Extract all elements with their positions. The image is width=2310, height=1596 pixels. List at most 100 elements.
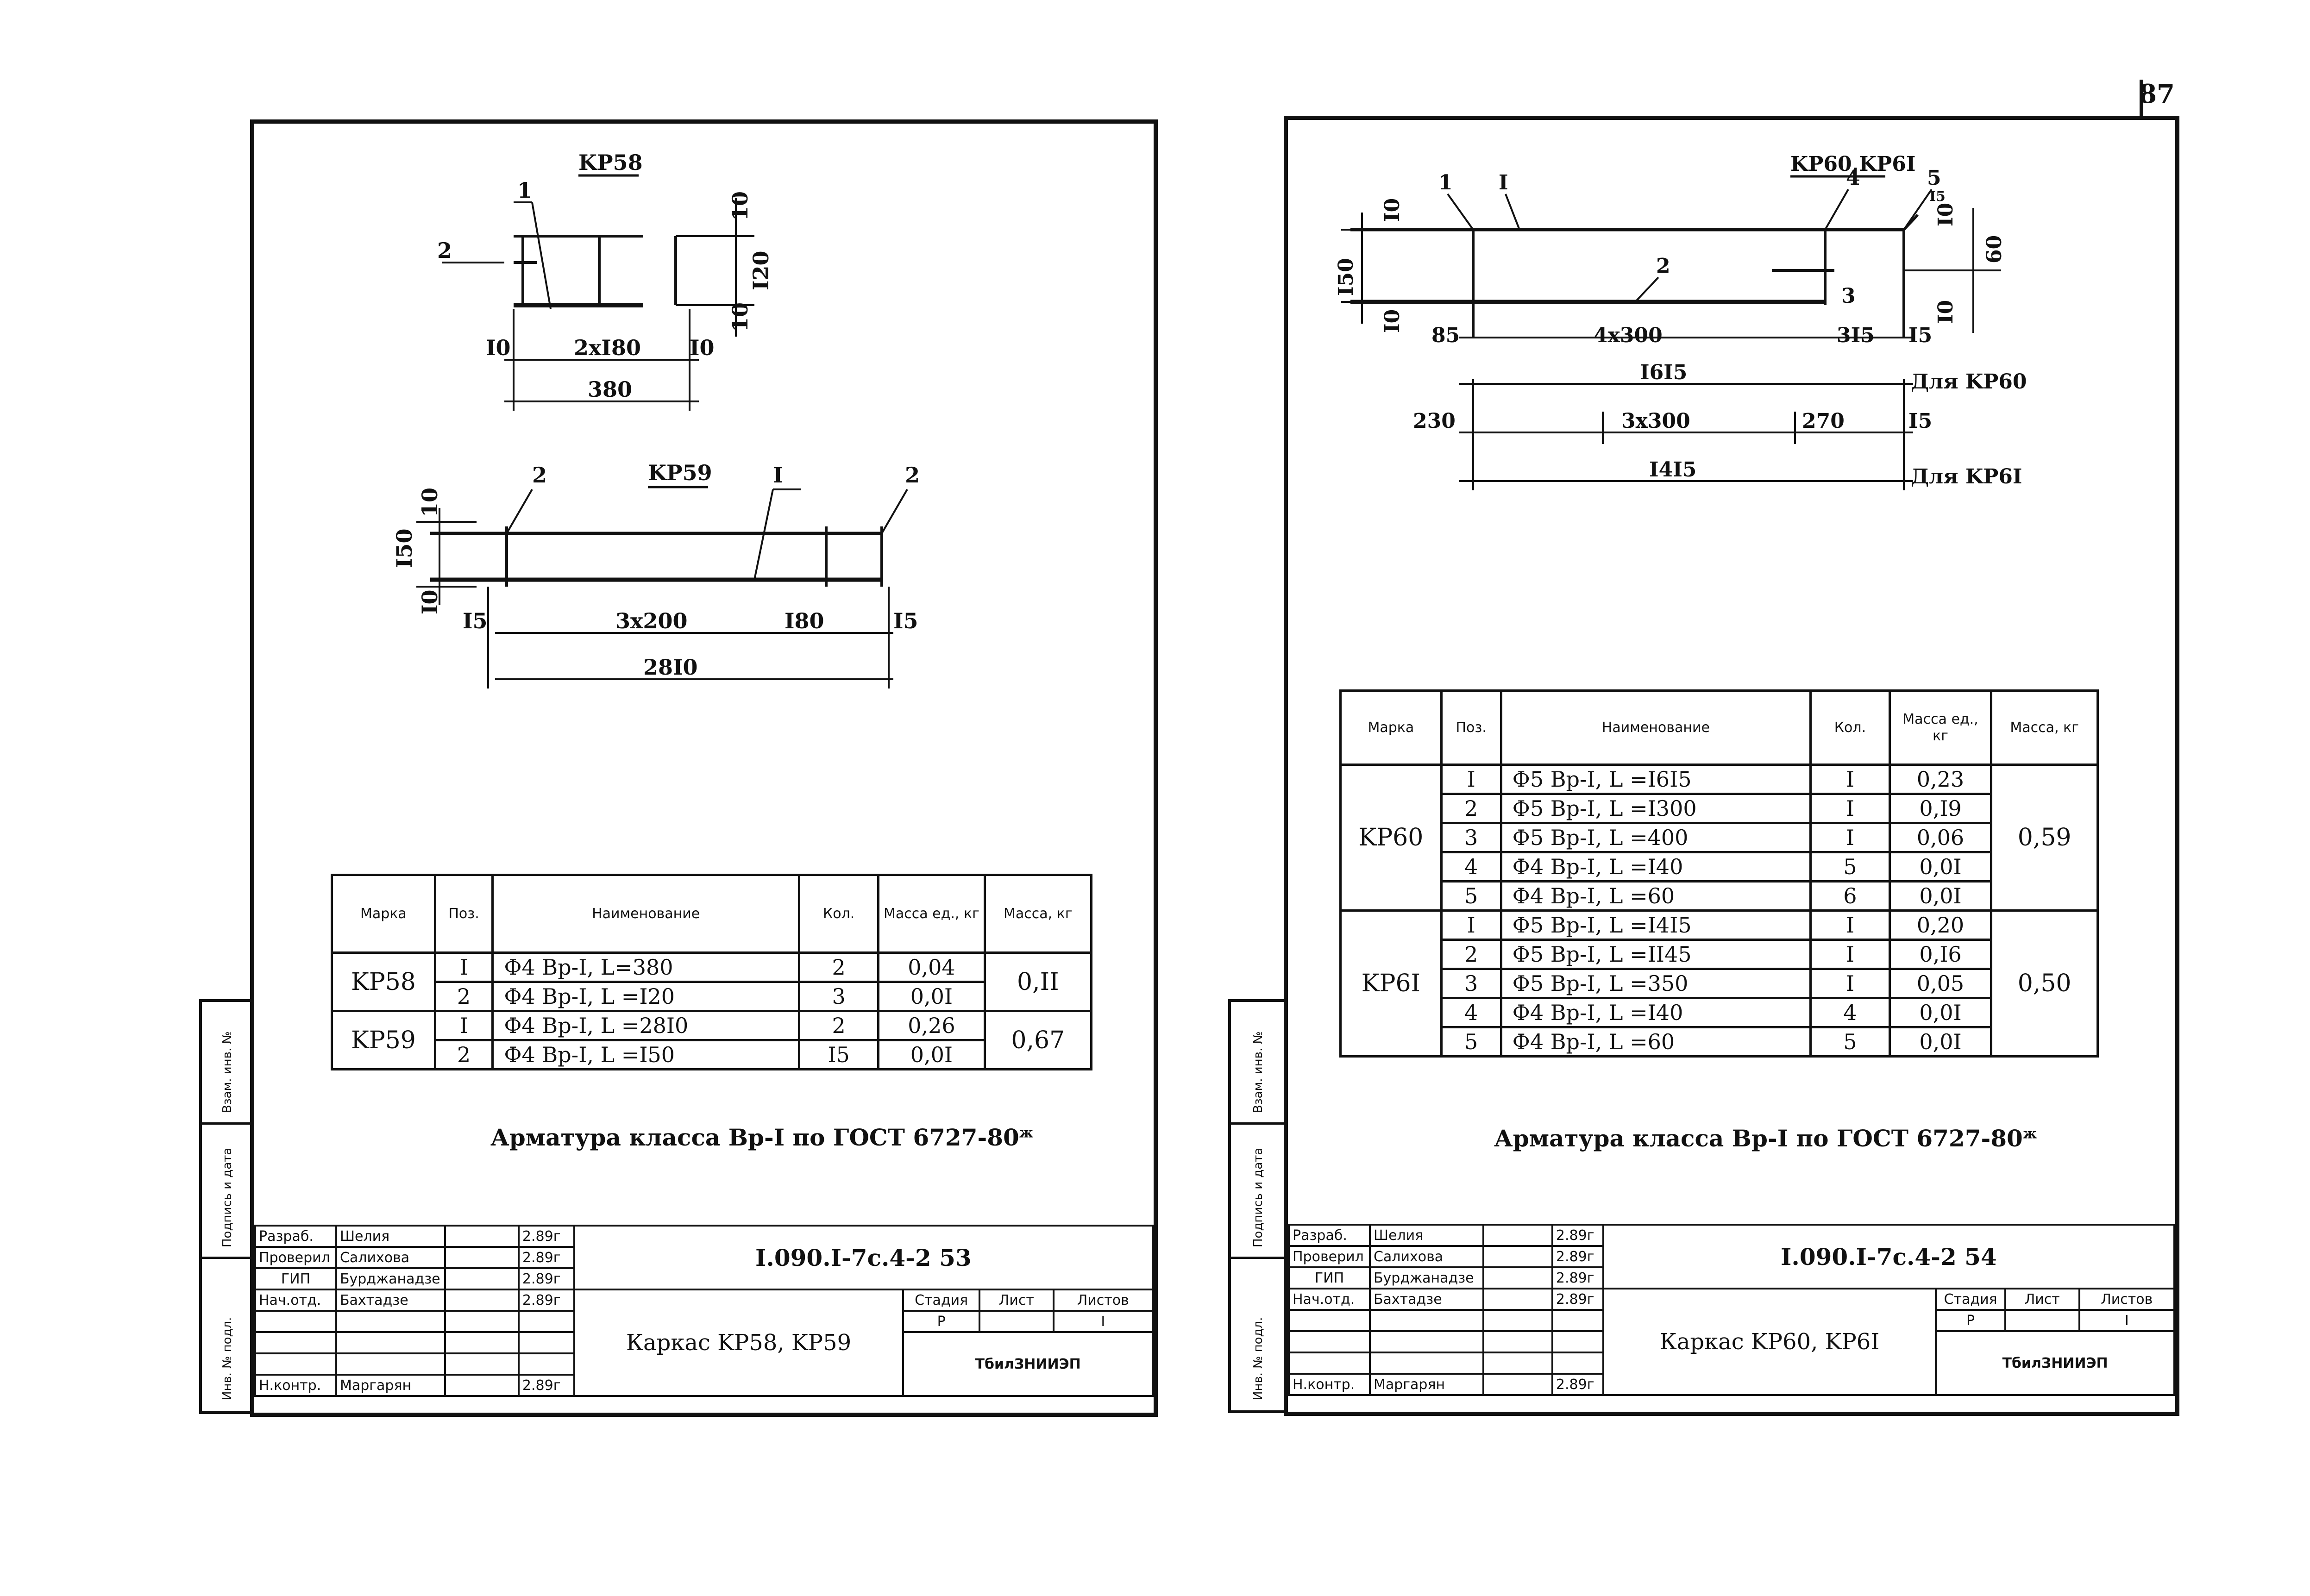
pos-cell: I (1440, 764, 1502, 795)
role-cell (1288, 1309, 1371, 1332)
column-header: Марка (1339, 689, 1443, 766)
column-header: Кол. (1809, 689, 1891, 766)
role-cell: Разраб. (254, 1225, 337, 1248)
qty-cell: I (1809, 764, 1891, 795)
table-row: 5 Ф4 Вр-I, L =60 6 0,0I (1341, 880, 2098, 912)
date-cell (517, 1310, 575, 1333)
pos-label: 2 (437, 238, 452, 263)
mass-cell: 0,0I (877, 981, 986, 1012)
dim-label: I0 (1381, 309, 1404, 333)
pos-label: 2 (905, 463, 920, 488)
signature-cell (444, 1331, 520, 1354)
note-text: Арматура класса Вр-I по ГОСТ 6727-80 (1494, 1125, 2023, 1152)
mark-cell: KP6I (1339, 909, 1443, 1058)
pos-label: 2 (532, 463, 547, 488)
dim-label: 3I5 (1837, 324, 1875, 347)
stamp-label: Инв. № подл. (220, 1317, 234, 1400)
role-cell: Проверил (254, 1246, 337, 1269)
name-cell: Салихова (1368, 1245, 1484, 1268)
pos-cell: 2 (433, 981, 494, 1012)
mass-cell: 0,0I (1888, 851, 1993, 882)
table-row: KP6I I Ф5 Вр-I, L =I4I5 I 0,20 0,50 (1339, 909, 2099, 1058)
dim-label: I20 (748, 250, 773, 290)
signature-cell (1482, 1330, 1553, 1353)
date-cell: 2.89г (517, 1374, 575, 1397)
name-cell: Ф4 Вр-I, L =I50 (491, 1039, 800, 1070)
qty-cell: 5 (1809, 851, 1891, 882)
dim-label: 60 (1983, 235, 2006, 263)
reinforcement-note: Арматура класса Вр-I по ГОСТ 6727-80ж (490, 1124, 1033, 1151)
dim-label: 28I0 (643, 655, 698, 680)
note-sup: ж (1019, 1125, 1034, 1141)
signature-cell (444, 1310, 520, 1333)
stamp-label: Инв. № подл. (1251, 1317, 1265, 1400)
note-sup: ж (2022, 1126, 2037, 1142)
dim-label: 4x300 (1594, 324, 1663, 347)
stamp-label: Взам. инв. № (1251, 1031, 1265, 1113)
name-cell: Ф4 Вр-I, L =I40 (1500, 851, 1812, 882)
column-header: Наименование (491, 874, 800, 954)
page-number-bar (2140, 80, 2143, 117)
table-row: KP60 I Ф5 Вр-I, L =I6I5 I 0,23 0,59 (1339, 764, 2099, 912)
name-cell (335, 1331, 446, 1354)
total-mass-cell: 0,50 (1990, 909, 2099, 1058)
sheets-label: Листов (2078, 1288, 2175, 1311)
dim-label: 3x300 (1621, 409, 1690, 433)
role-cell (254, 1331, 337, 1354)
date-cell: 2.89г (1551, 1266, 1604, 1289)
signature-cell (444, 1352, 520, 1376)
pos-cell: I (1440, 909, 1502, 941)
column-header: Масса, кг (1990, 689, 2099, 766)
dim-label: I5 (893, 608, 918, 633)
total-mass-cell: 0,II (983, 951, 1093, 1012)
dim-label: I4I5 (1649, 458, 1696, 482)
name-cell: Ф4 Вр-I, L =60 (1500, 880, 1812, 912)
dim-label: 10 (728, 302, 753, 332)
column-header: Поз. (1440, 689, 1502, 766)
dim-label: 3x200 (615, 608, 687, 633)
role-cell (254, 1310, 337, 1333)
dim-label: I5 (1908, 324, 1932, 347)
pos-cell: I (433, 1010, 494, 1041)
pos-cell: 2 (1440, 793, 1502, 824)
table-row: KP58 I Ф4 Вр-I, L=380 2 0,04 0,II (331, 951, 1093, 1012)
date-cell: 2.89г (517, 1289, 575, 1312)
name-cell: Ф4 Вр-I, L =I20 (491, 981, 800, 1012)
role-cell: Н.контр. (254, 1374, 337, 1397)
stamp-label: Взам. инв. № (220, 1031, 234, 1113)
name-cell (335, 1310, 446, 1333)
signature-cell (1482, 1224, 1553, 1247)
sheets-value: I (1052, 1310, 1154, 1333)
side-stamp: Взам. инв. № Подпись и дата Инв. № подл. (199, 999, 256, 1414)
drawing-title: KP58 (578, 150, 643, 175)
sheet-label: Лист (979, 1289, 1055, 1312)
table-row: 4 Ф4 Вр-I, L =I40 4 0,0I (1341, 997, 2098, 1028)
pos-cell: 3 (1440, 968, 1502, 999)
signature-cell (1482, 1373, 1553, 1396)
signature-cell (1482, 1266, 1553, 1289)
date-cell: 2.89г (1551, 1288, 1604, 1311)
mass-cell: 0,0I (877, 1039, 986, 1070)
name-cell: Ф4 Вр-I, L =I40 (1500, 997, 1812, 1028)
name-cell: Бурджанадзе (1368, 1266, 1484, 1289)
signature-cell (1482, 1309, 1553, 1332)
signature-cell (1482, 1245, 1553, 1268)
pos-cell: 4 (1440, 851, 1502, 882)
pos-label: 3 (1841, 284, 1856, 308)
drawing-kp60-kp61: KP60,KP6I 1 I 4 5 2 3 I5 I0 I50 I0 I0 60… (1334, 152, 2027, 490)
name-cell: Ф5 Вр-I, L =350 (1500, 968, 1812, 999)
pos-label: I (1499, 171, 1508, 194)
pos-cell: 4 (1440, 997, 1502, 1028)
mark-cell: KP58 (331, 951, 436, 1012)
date-cell (517, 1352, 575, 1376)
role-cell (1288, 1352, 1371, 1375)
qty-cell: 2 (797, 951, 880, 983)
date-cell: 2.89г (1551, 1373, 1604, 1396)
dim-label: I50 (1334, 258, 1358, 296)
signature-cell (1482, 1352, 1553, 1375)
dim-label: Для KP60 (1911, 370, 2027, 394)
stage-value: Р (1935, 1309, 2006, 1332)
dim-label: I0 (1934, 203, 1958, 226)
signature-cell (444, 1374, 520, 1397)
dim-label: I6I5 (1640, 361, 1687, 384)
